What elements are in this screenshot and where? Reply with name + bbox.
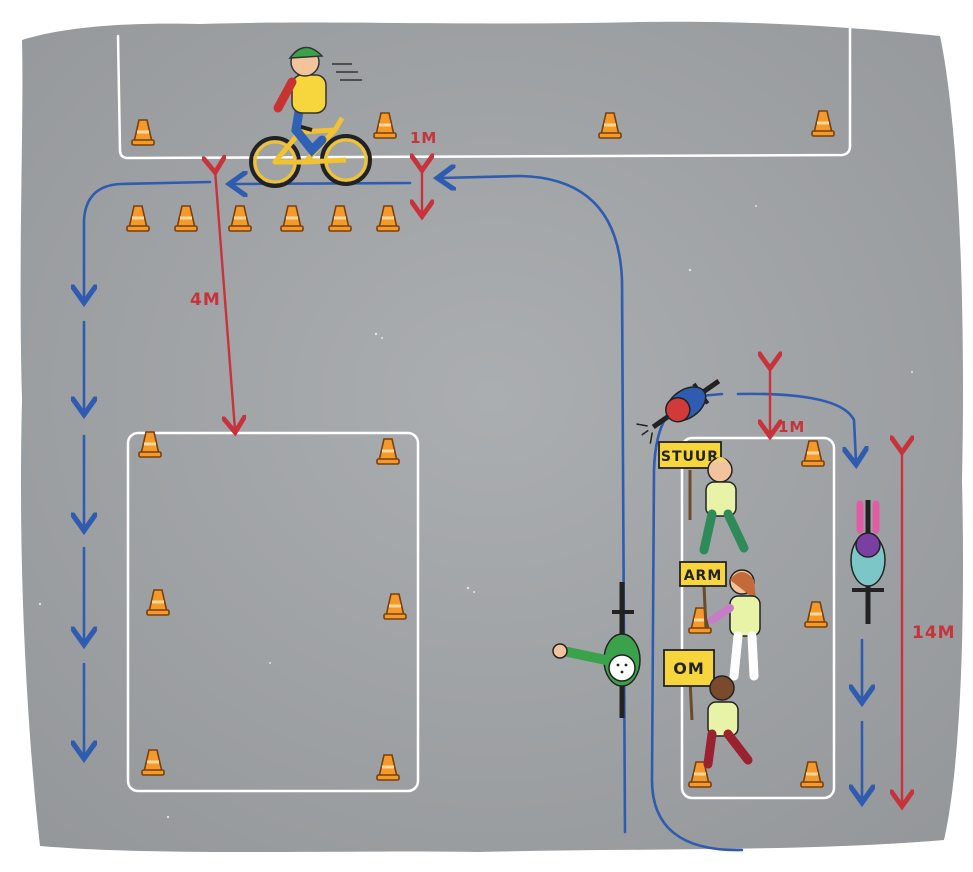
label-14m: 14M — [912, 623, 956, 643]
label-top-1m: 1M — [410, 129, 437, 147]
sign-turn-text: OM — [673, 659, 705, 678]
route-top-left — [232, 183, 410, 184]
label-4m: 4M — [190, 290, 221, 310]
label-right-1m: 1M — [778, 418, 805, 436]
sign-arm-text: ARM — [684, 568, 723, 584]
